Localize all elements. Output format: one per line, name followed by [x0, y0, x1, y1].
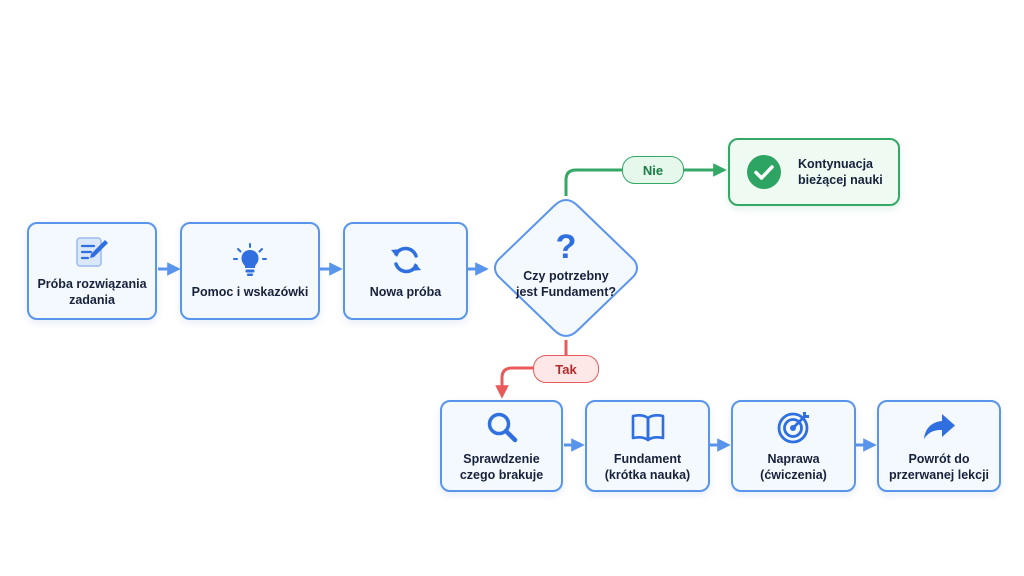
- branch-no-pill: Nie: [622, 156, 684, 184]
- node-retry: Nowa próba: [343, 222, 468, 320]
- node-continue-label: Kontynuacja bieżącej nauki: [798, 156, 883, 187]
- connector-decision-continue: [564, 163, 727, 196]
- node-return-label: Powrót do przerwanej lekcji: [888, 451, 990, 482]
- search-icon: [487, 412, 517, 442]
- node-foundation: Fundament (krótka nauka): [585, 400, 710, 492]
- decision-diamond-shape: [494, 198, 638, 338]
- node-attempt-label: Próba rozwiązania zadania: [37, 276, 147, 307]
- check-circle-icon: [747, 155, 781, 189]
- node-repair: Naprawa (ćwiczenia): [731, 400, 856, 492]
- refresh-icon: [390, 246, 421, 274]
- node-foundation-label: Fundament (krótka nauka): [604, 451, 691, 482]
- target-icon: [777, 411, 809, 444]
- node-check-label: Sprawdzenie czego brakuje: [459, 451, 544, 482]
- node-decision-label: Czy potrzebny jest Fundament?: [515, 268, 616, 299]
- forward-arrow-icon: [924, 413, 955, 439]
- connector-decision-check: [495, 340, 568, 399]
- node-repair-label: Naprawa (ćwiczenia): [760, 451, 827, 482]
- node-hints: Pomoc i wskazówki: [180, 222, 320, 320]
- lightbulb-icon: [233, 242, 267, 276]
- node-attempt: Próba rozwiązania zadania: [27, 222, 157, 320]
- node-return: Powrót do przerwanej lekcji: [877, 400, 1001, 492]
- branch-yes-pill: Tak: [533, 355, 599, 383]
- node-hints-label: Pomoc i wskazówki: [191, 284, 309, 299]
- edit-document-icon: [76, 237, 108, 267]
- book-icon: [631, 413, 664, 442]
- node-check: Sprawdzenie czego brakuje: [440, 400, 563, 492]
- node-continue: Kontynuacja bieżącej nauki: [728, 138, 900, 206]
- question-icon: ?: [555, 227, 577, 266]
- node-retry-label: Nowa próba: [369, 284, 442, 299]
- node-decision: ? Czy potrzebny jest Fundament?: [486, 194, 646, 342]
